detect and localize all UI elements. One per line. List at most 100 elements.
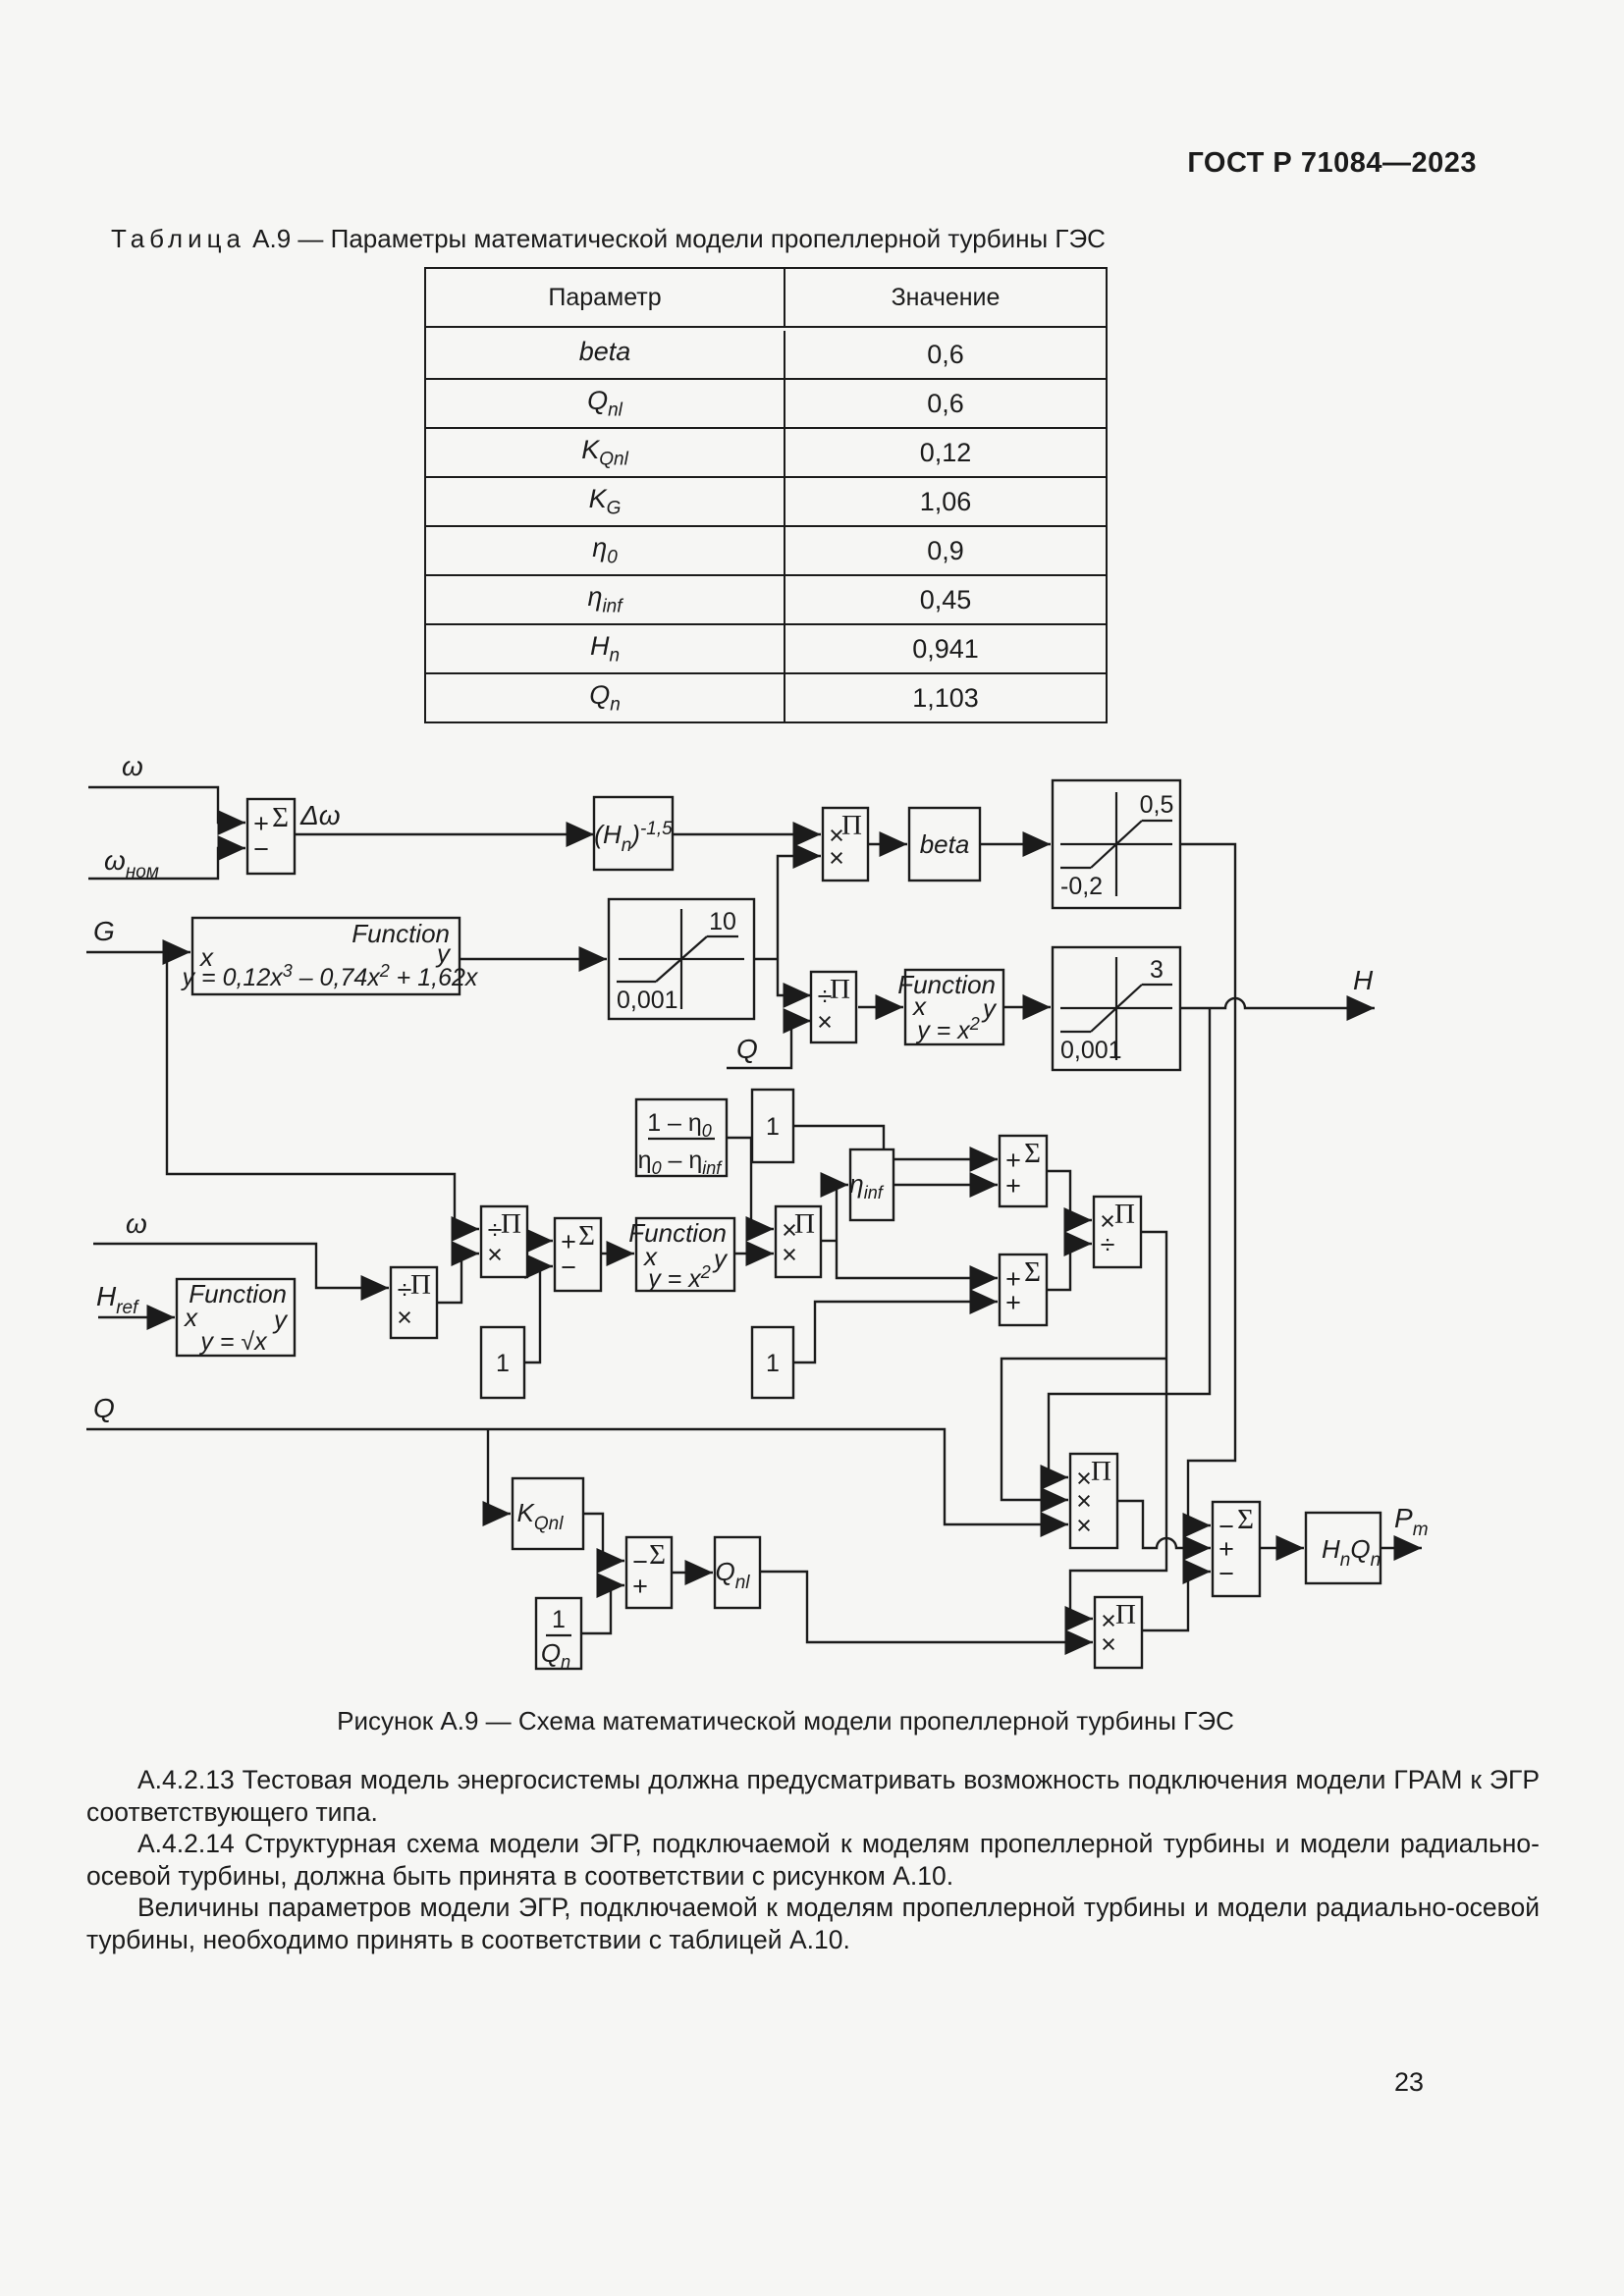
gain-block-kqnl: KQnl xyxy=(511,1476,585,1551)
sum-block-final: Σ − + − xyxy=(1211,1500,1262,1598)
times-sign: × xyxy=(1076,1511,1092,1540)
wires xyxy=(86,785,1422,1655)
plus-sign: + xyxy=(1218,1534,1234,1564)
g-input-label: G xyxy=(93,916,115,946)
gain-block-hnqn: HnQn xyxy=(1304,1511,1382,1585)
sum-block-noload: Σ − + xyxy=(624,1535,674,1610)
plus-sign: + xyxy=(253,809,269,838)
times-sign: × xyxy=(1076,1464,1092,1493)
fraction-block-invqn: 1 Qn xyxy=(534,1596,583,1672)
times-sign: × xyxy=(1101,1606,1116,1635)
plus-sign: + xyxy=(1005,1146,1021,1175)
function-label: Function xyxy=(897,970,996,999)
saturation-block-head: 3 0,001 xyxy=(1051,945,1182,1072)
function-block-cubic: Function x y y = 0,12x3 – 0,74x2 + 1,62x xyxy=(181,916,479,996)
product-block-loss: Π × × xyxy=(1093,1595,1144,1670)
sat-lower-limit: 0,001 xyxy=(617,987,678,1014)
wire-frac-out xyxy=(727,1136,774,1242)
pi-symbol: Π xyxy=(1115,1599,1136,1630)
invqn-numerator: 1 xyxy=(552,1606,566,1633)
pi-symbol: Π xyxy=(830,974,850,1005)
wire-invqn-out xyxy=(581,1573,624,1635)
param-cell: η0 xyxy=(426,527,785,576)
wire-to-sum4 xyxy=(835,1241,998,1291)
gain-block-qnl: Qnl xyxy=(713,1535,762,1610)
value-cell: 0,6 xyxy=(785,380,1106,429)
sigma-symbol: Σ xyxy=(649,1539,666,1571)
function-block-square-top: Function x y y = x2 xyxy=(897,968,1005,1046)
paragraph-a4214: А.4.2.14 Структурная схема модели ЭГР, п… xyxy=(86,1829,1540,1891)
wire-q-branch xyxy=(482,1429,511,1526)
beta-label: beta xyxy=(920,829,970,859)
doc-number: ГОСТ Р 71084—2023 xyxy=(1187,147,1477,179)
minus-sign: − xyxy=(561,1253,576,1282)
sat-lower-limit: -0,2 xyxy=(1060,873,1103,900)
times-sign: × xyxy=(1101,1629,1116,1659)
value-cell: 1,103 xyxy=(912,682,979,713)
sum-block-speed: Σ + − xyxy=(245,797,297,876)
constant-block-one-bottom: 1 xyxy=(750,1325,795,1400)
x-port-label: x xyxy=(198,942,214,972)
wire-q-top xyxy=(727,1008,811,1070)
table-row: η0 0,9 xyxy=(426,527,1106,576)
minus-sign: − xyxy=(632,1547,648,1576)
divide-sign: ÷ xyxy=(1101,1230,1115,1259)
gain-block-hn15: (Hn)-1,5 xyxy=(592,795,675,872)
y-port-label: y xyxy=(435,938,452,968)
table-row: Qnl 0,6 xyxy=(426,380,1106,429)
wire-beta-path-down xyxy=(1180,842,1237,1538)
sat-upper-limit: 3 xyxy=(1150,956,1164,984)
times-sign: × xyxy=(829,843,844,873)
times-sign: × xyxy=(829,821,844,850)
wire-to-etainf xyxy=(820,1172,848,1241)
value-cell: 0,6 xyxy=(785,331,1106,380)
sigma-symbol: Σ xyxy=(1024,1138,1041,1169)
constant-block-one-mid: 1 xyxy=(479,1325,526,1400)
frac-numerator: 1 – η0 xyxy=(647,1109,712,1141)
table-row: Hn 0,941 xyxy=(426,625,1106,674)
q-main-label: Q xyxy=(93,1393,115,1423)
plus-sign: + xyxy=(1005,1171,1021,1201)
table-row: beta 0,6 xyxy=(426,331,1106,380)
param-cell: Qnl xyxy=(426,380,785,429)
minus-sign: − xyxy=(1218,1559,1234,1588)
wire-omega2 xyxy=(93,1242,389,1301)
square-formula: y = x2 xyxy=(646,1262,711,1293)
plus-sign: + xyxy=(1005,1264,1021,1294)
times-sign: × xyxy=(782,1215,797,1245)
divide-sign: ÷ xyxy=(398,1275,412,1305)
y-port-label: y xyxy=(981,993,998,1023)
wire-h-out xyxy=(1180,995,1375,1021)
paragraph-egr-params: Величины параметров модели ЭГР, подключа… xyxy=(86,1893,1540,1954)
divide-block-speed-head: Π ÷ × xyxy=(389,1265,439,1340)
param-cell: Qn xyxy=(426,674,785,721)
etainf-label: ηinf xyxy=(849,1169,884,1202)
divide-sign: ÷ xyxy=(818,982,833,1011)
one-label: 1 xyxy=(766,1350,780,1377)
divide-block-top: Π ÷ × xyxy=(809,970,858,1044)
table-row: KQnl 0,12 xyxy=(426,429,1106,478)
value-cell: 1,06 xyxy=(785,478,1106,527)
times-sign: × xyxy=(397,1303,412,1332)
y-port-label: y xyxy=(272,1305,289,1334)
hn15-label: (Hn)-1,5 xyxy=(594,819,673,856)
table-row: KG 1,06 xyxy=(426,478,1106,527)
function-block-sqrt: Function x y y = √x xyxy=(175,1277,297,1358)
pi-symbol: Π xyxy=(1114,1199,1135,1230)
wire-one-c xyxy=(793,1289,998,1364)
wire-kqnl-out xyxy=(583,1512,624,1574)
wire-q-main xyxy=(86,1427,1068,1537)
function-label: Function xyxy=(189,1279,287,1308)
times-sign: × xyxy=(487,1240,503,1269)
plus-sign: + xyxy=(632,1572,648,1601)
sum-block-lower-eta: Σ + + xyxy=(998,1253,1049,1327)
divide-sign: ÷ xyxy=(488,1215,503,1245)
divide-block-gate: Π ÷ × xyxy=(479,1204,529,1279)
saturation-block-gate: 10 0,001 xyxy=(607,897,756,1021)
cubic-formula: y = 0,12x3 – 0,74x2 + 1,62x xyxy=(181,961,479,991)
wire-prod4-out xyxy=(1142,1559,1211,1632)
omega2-input-label: ω xyxy=(126,1208,147,1239)
h-output-label: H xyxy=(1353,965,1374,995)
constant-block-one-top: 1 xyxy=(750,1088,795,1164)
wire-eff-main xyxy=(1064,1230,1168,1631)
